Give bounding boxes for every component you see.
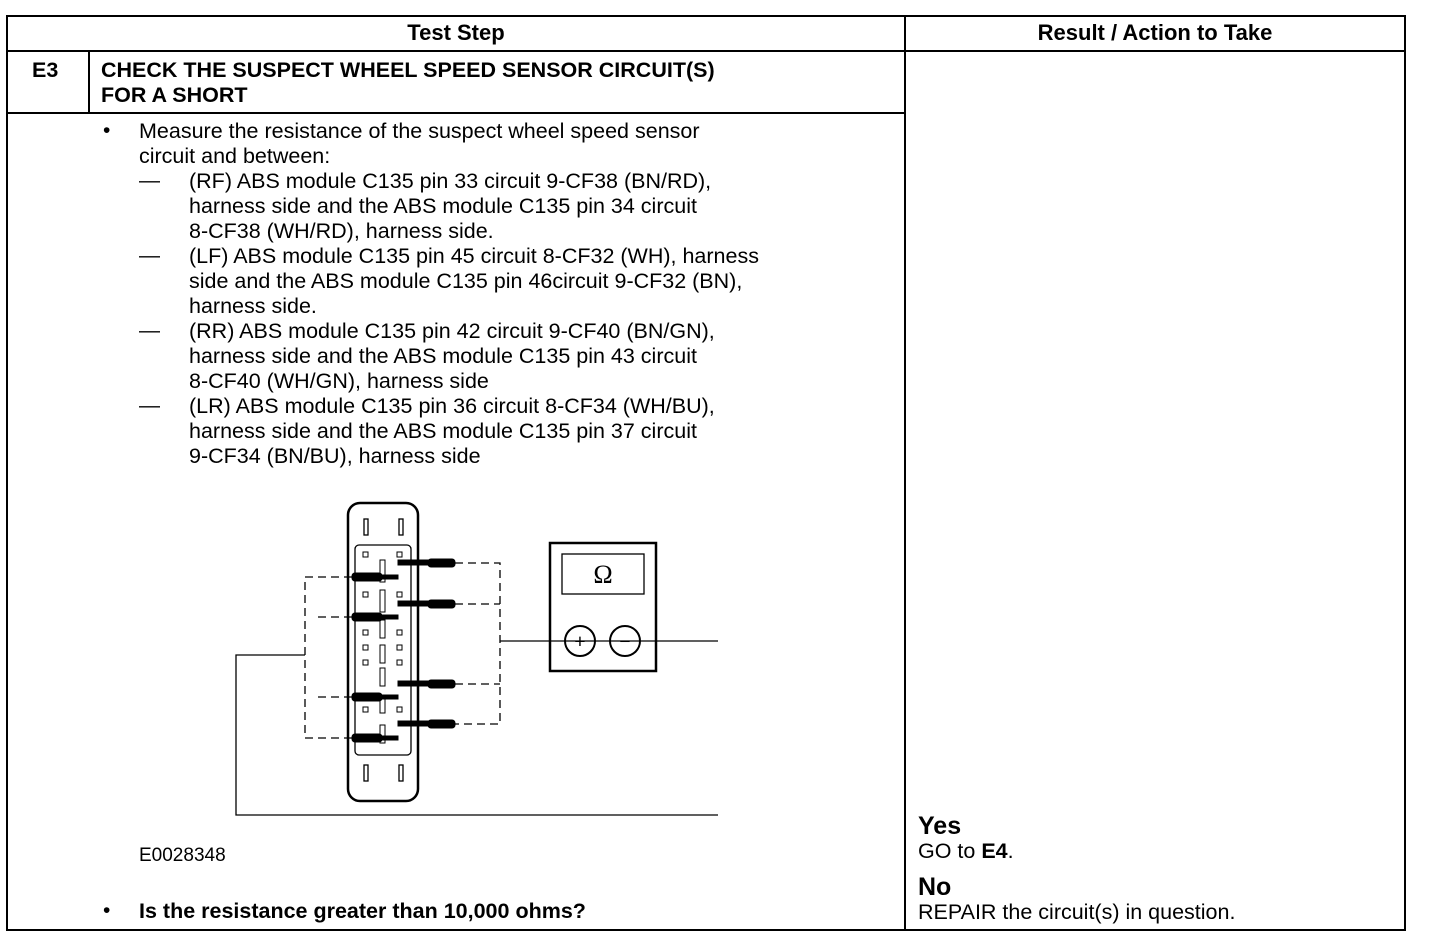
title-divider bbox=[6, 112, 906, 114]
probe-tip bbox=[351, 692, 383, 702]
step-title-line2: FOR A SHORT bbox=[101, 83, 248, 107]
header-result-action: Result / Action to Take bbox=[1037, 20, 1273, 45]
plus-symbol: + bbox=[574, 631, 585, 653]
circuit-item-line: (RF) ABS module C135 pin 33 circuit 9-CF… bbox=[189, 169, 712, 193]
header-test-step: Test Step bbox=[407, 20, 505, 45]
connector-body bbox=[346, 501, 420, 803]
negative-lead-wire bbox=[235, 654, 718, 816]
circuit-item-line: harness side and the ABS module C135 pin… bbox=[189, 419, 697, 443]
circuit-item-line: 8-CF40 (WH/GN), harness side bbox=[189, 369, 489, 393]
yes-action: GO to E4. bbox=[918, 839, 1014, 864]
dash-marker: — bbox=[139, 169, 160, 192]
bullet-marker: • bbox=[103, 119, 111, 142]
yes-action-prefix: GO to bbox=[918, 839, 982, 863]
probe-tip bbox=[351, 612, 383, 622]
yes-action-suffix: . bbox=[1007, 839, 1014, 863]
circuit-item-line: (LF) ABS module C135 pin 45 circuit 8-CF… bbox=[189, 244, 759, 268]
ohmmeter-body bbox=[548, 541, 658, 673]
probe-tip bbox=[427, 599, 456, 609]
circuit-item-line: harness side and the ABS module C135 pin… bbox=[189, 344, 697, 368]
yes-action-target[interactable]: E4 bbox=[981, 839, 1008, 863]
minus-symbol: − bbox=[619, 631, 630, 653]
ohm-symbol: Ω bbox=[593, 560, 612, 589]
probe-tip bbox=[351, 733, 383, 743]
dash-marker: — bbox=[139, 394, 160, 417]
test-step-table bbox=[6, 15, 1406, 931]
dash-marker: — bbox=[139, 244, 160, 267]
circuit-item-line: 9-CF34 (BN/BU), harness side bbox=[189, 444, 481, 468]
no-label: No bbox=[918, 873, 952, 901]
circuit-item-line: side and the ABS module C135 pin 46circu… bbox=[189, 269, 743, 293]
no-action: REPAIR the circuit(s) in question. bbox=[918, 900, 1236, 924]
header-divider bbox=[6, 50, 1406, 52]
column-divider bbox=[904, 15, 906, 931]
yes-label: Yes bbox=[918, 812, 962, 840]
probe-bracket-right bbox=[455, 562, 501, 725]
circuit-item-line: 8-CF38 (WH/RD), harness side. bbox=[189, 219, 494, 243]
positive-terminal bbox=[564, 625, 596, 657]
question-text: Is the resistance greater than 10,000 oh… bbox=[139, 899, 586, 923]
bullet-marker: • bbox=[103, 899, 111, 922]
figure-id: E0028348 bbox=[139, 845, 226, 866]
negative-terminal bbox=[609, 625, 641, 657]
step-title-line1: CHECK THE SUSPECT WHEEL SPEED SENSOR CIR… bbox=[101, 58, 715, 82]
probe-tip bbox=[427, 558, 456, 568]
probe-tip bbox=[427, 679, 456, 689]
probe-tip bbox=[427, 719, 456, 729]
circuit-item-line: (RR) ABS module C135 pin 42 circuit 9-CF… bbox=[189, 319, 715, 343]
circuit-item-line: harness side. bbox=[189, 294, 317, 318]
intro-line: Measure the resistance of the suspect wh… bbox=[139, 119, 700, 143]
probe-tip bbox=[351, 572, 383, 582]
dash-marker: — bbox=[139, 319, 160, 342]
step-id: E3 bbox=[32, 58, 59, 82]
connector-inner bbox=[354, 544, 412, 756]
circuit-item-line: harness side and the ABS module C135 pin… bbox=[189, 194, 697, 218]
probe-bracket-left-upper bbox=[304, 576, 352, 739]
circuit-item-line: (LR) ABS module C135 pin 36 circuit 8-CF… bbox=[189, 394, 715, 418]
intro-line: circuit and between: bbox=[139, 144, 331, 168]
ohmmeter-display bbox=[561, 553, 645, 595]
step-id-divider bbox=[88, 52, 90, 114]
